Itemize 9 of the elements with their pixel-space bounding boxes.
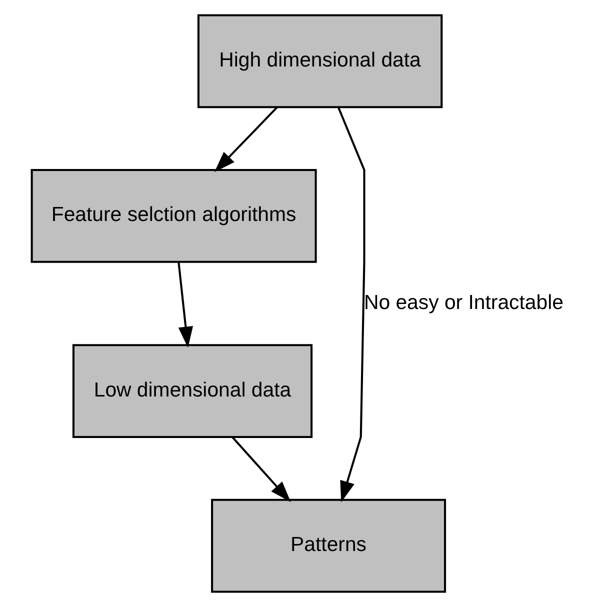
arrow bbox=[231, 436, 290, 502]
node-box: Feature selction algorithms bbox=[30, 169, 316, 263]
node-box: Patterns bbox=[210, 498, 446, 593]
node-box: Low dimensional data bbox=[72, 344, 312, 438]
arrow bbox=[214, 106, 278, 172]
arrow bbox=[337, 107, 365, 502]
node-box: High dimensional data bbox=[196, 14, 442, 108]
edge-label: No easy or Intractable bbox=[363, 292, 563, 314]
arrow bbox=[177, 262, 193, 348]
